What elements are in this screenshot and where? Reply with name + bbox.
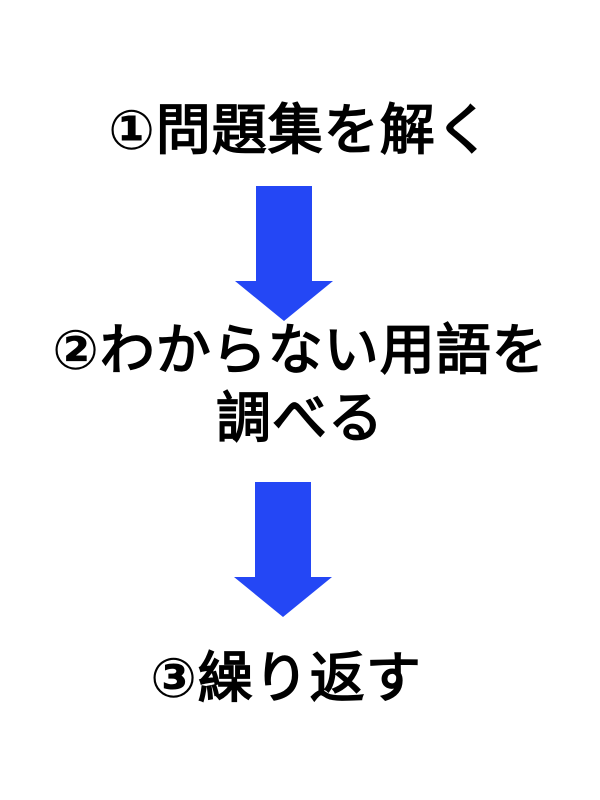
step-3-line-1: ③繰り返す (150, 647, 422, 709)
step-2-label: ②わからない用語を 調べる (0, 316, 600, 452)
step-2-line-2: 調べる (215, 387, 384, 449)
down-arrow-shape (234, 482, 332, 617)
step-2-line-1: ②わからない用語を (52, 319, 548, 381)
step-3-label: ③繰り返す (0, 644, 586, 712)
step-1-label: ①問題集を解く (0, 96, 600, 164)
step-1-line-1: ①問題集を解く (108, 99, 492, 161)
down-arrow-icon (235, 186, 333, 321)
down-arrow-icon (234, 482, 332, 617)
down-arrow-shape (235, 186, 333, 321)
